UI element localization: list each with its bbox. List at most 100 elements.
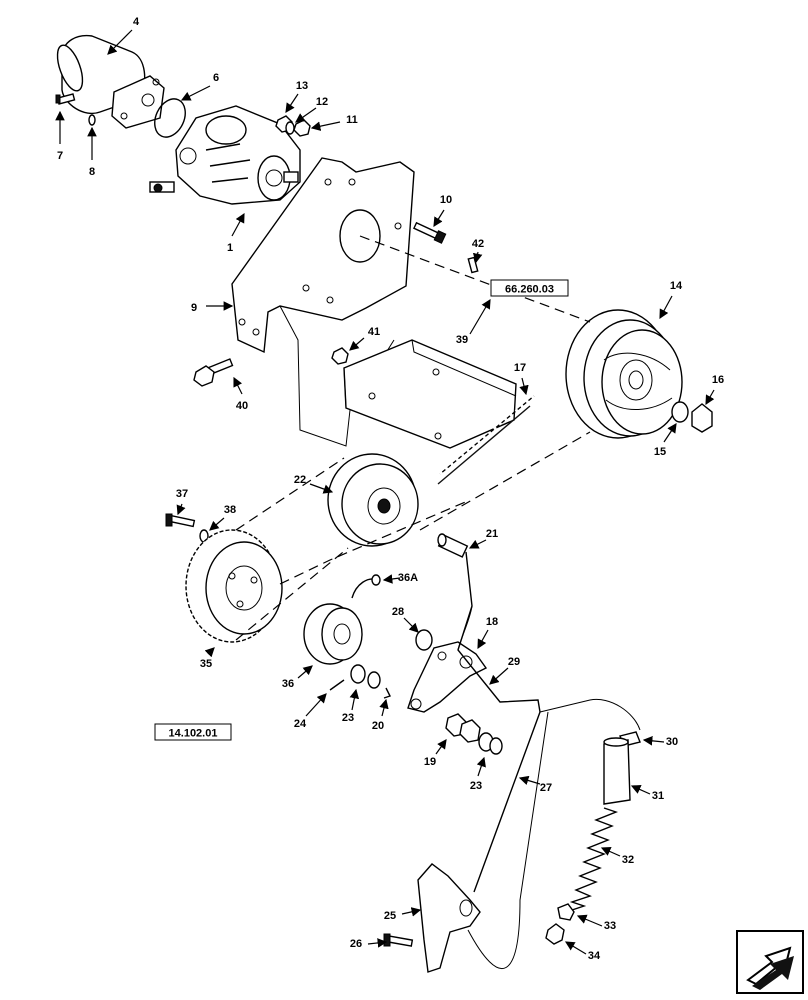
callout-27: 27	[540, 782, 552, 794]
leader-15	[663, 423, 677, 443]
callout-28: 28	[392, 606, 404, 618]
hydraulic-motor	[56, 34, 165, 129]
callout-23: 23	[470, 780, 482, 792]
leader-42	[472, 251, 483, 264]
callout-10: 10	[440, 194, 452, 206]
callout-33: 33	[604, 920, 616, 932]
leader-40	[233, 376, 243, 395]
callout-14: 14	[670, 280, 683, 292]
callout-6: 6	[213, 72, 219, 84]
reference-box-lower[interactable]: 14.102.01	[154, 723, 232, 741]
leader-22	[309, 483, 334, 494]
gear-pulley	[185, 529, 283, 643]
leader-16	[705, 389, 715, 406]
next-page-arrow-icon[interactable]	[736, 930, 804, 994]
leader-19	[435, 739, 447, 755]
drive-belt	[437, 395, 535, 485]
idler-arm	[407, 641, 488, 713]
leader-35	[204, 647, 215, 658]
washer-28	[415, 629, 433, 651]
callout-20: 20	[372, 720, 384, 732]
reference-lower-text: 14.102.01	[169, 728, 218, 740]
nut-34	[545, 923, 565, 945]
callout-39: 39	[456, 334, 468, 346]
washer-23a	[350, 664, 366, 684]
callout-26: 26	[350, 938, 362, 950]
hydraulic-pump	[149, 105, 301, 205]
callout-16: 16	[712, 374, 724, 386]
leader-23	[476, 756, 486, 777]
washer-8	[88, 114, 96, 126]
callout-23: 23	[342, 712, 354, 724]
pedal-lever	[417, 863, 481, 973]
callout-30: 30	[666, 736, 678, 748]
callout-leaders	[55, 29, 715, 955]
washer-12	[285, 121, 295, 135]
pin-20	[383, 687, 391, 699]
callout-13: 13	[296, 80, 308, 92]
callout-18: 18	[486, 616, 498, 628]
bolt-26	[383, 933, 414, 947]
washer-23b-inner	[489, 737, 503, 755]
nut-41	[331, 347, 349, 365]
leader-18	[477, 629, 489, 650]
leader-20	[379, 698, 389, 717]
callout-41: 41	[368, 326, 380, 338]
callout-1: 1	[227, 242, 233, 254]
callout-labels: 1467891011121314151617181920212223232425…	[57, 16, 724, 962]
leader-39	[469, 298, 491, 335]
leader-4	[107, 29, 133, 55]
leader-36	[297, 665, 313, 679]
callout-36: 36	[282, 678, 294, 690]
callout-12: 12	[316, 96, 328, 108]
callout-40: 40	[236, 400, 248, 412]
callout-21: 21	[486, 528, 498, 540]
leader-21	[468, 539, 487, 549]
leader-1	[231, 212, 245, 237]
leader-30	[642, 736, 665, 746]
leader-28	[403, 617, 419, 633]
leader-36a	[382, 574, 401, 584]
callout-36a: 36A	[398, 572, 418, 584]
callout-11: 11	[346, 114, 358, 126]
reference-upper-text: 66.260.03	[505, 284, 554, 296]
clip-36a-ring	[371, 574, 381, 586]
callout-31: 31	[652, 790, 664, 802]
leader-25	[401, 907, 422, 917]
callout-32: 32	[622, 854, 634, 866]
hub	[303, 603, 363, 665]
spring	[565, 807, 619, 913]
o-ring	[154, 98, 186, 138]
reference-box-upper[interactable]: 66.260.03	[490, 279, 569, 297]
cotter-pin-24	[329, 679, 345, 691]
leader-11	[310, 121, 341, 131]
callout-38: 38	[224, 504, 236, 516]
leader-13	[285, 93, 299, 113]
leader-34	[564, 941, 587, 955]
leader-24	[305, 693, 327, 717]
drive-sheave	[565, 309, 683, 439]
callout-9: 9	[191, 302, 197, 314]
leader-29	[489, 667, 509, 685]
leader-12	[295, 107, 317, 123]
leader-41	[349, 337, 365, 351]
callout-7: 7	[57, 150, 63, 162]
leader-14	[659, 295, 673, 320]
callout-42: 42	[472, 238, 484, 250]
sleeve-31	[603, 737, 631, 805]
leader-6	[180, 85, 211, 101]
leader-10	[433, 209, 445, 228]
spring-assembly-outline	[467, 698, 641, 970]
belt-routing	[235, 235, 591, 641]
leader-26	[367, 938, 388, 948]
leader-27	[518, 775, 541, 786]
callout-4: 4	[133, 16, 140, 28]
leader-23	[349, 688, 360, 711]
callout-34: 34	[588, 950, 601, 962]
leader-31	[630, 785, 651, 795]
callout-35: 35	[200, 658, 212, 670]
callout-29: 29	[508, 656, 520, 668]
pivot-pin	[437, 533, 469, 558]
washer-15	[671, 401, 689, 423]
leader-17	[519, 377, 529, 396]
